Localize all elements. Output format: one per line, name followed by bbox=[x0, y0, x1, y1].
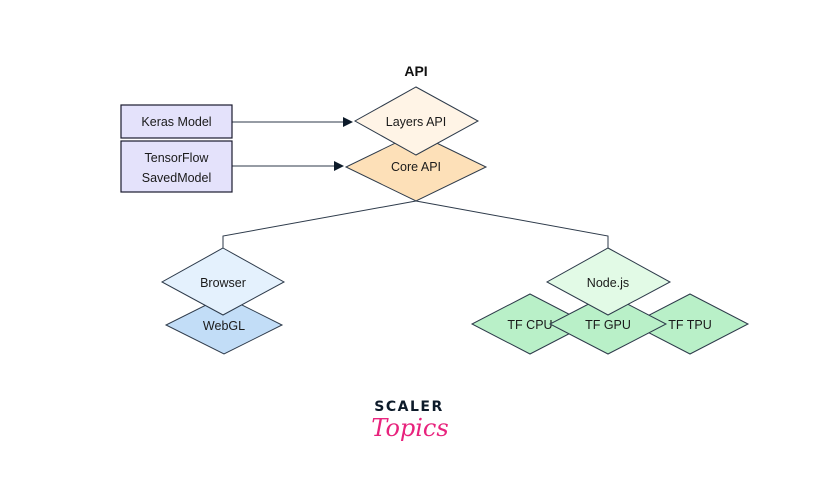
input-tensorflow-savedmodel: TensorFlow SavedModel bbox=[120, 140, 233, 193]
logo-topics-text: Topics bbox=[371, 414, 448, 442]
node-tf-tpu: TF TPU bbox=[630, 293, 750, 355]
input-label-line1: TensorFlow bbox=[145, 151, 210, 165]
node-webgl: WebGL bbox=[164, 295, 284, 355]
logo-scaler-text: SCALER bbox=[374, 399, 443, 415]
node-tf-gpu: TF GPU bbox=[548, 293, 668, 355]
input-label-line2: SavedModel bbox=[142, 171, 212, 185]
node-layers-api: Layers API bbox=[353, 86, 480, 156]
node-label: Core API bbox=[391, 160, 441, 174]
node-label: Node.js bbox=[587, 276, 629, 290]
node-label: WebGL bbox=[203, 319, 245, 333]
scaler-topics-logo: SCALER Topics bbox=[371, 399, 448, 442]
node-browser: Browser bbox=[160, 247, 286, 316]
edge-core-browser bbox=[222, 200, 417, 248]
edge-core-node bbox=[415, 200, 609, 248]
node-label: TF TPU bbox=[668, 318, 712, 332]
input-keras-model: Keras Model bbox=[120, 104, 233, 139]
node-label: TF CPU bbox=[507, 318, 552, 332]
input-label: Keras Model bbox=[141, 115, 211, 129]
node-label: TF GPU bbox=[585, 318, 631, 332]
node-tf-cpu: TF CPU bbox=[470, 293, 590, 355]
node-label: Browser bbox=[200, 276, 246, 290]
node-nodejs: Node.js bbox=[545, 247, 672, 316]
node-core-api: Core API bbox=[344, 132, 488, 202]
node-label: Layers API bbox=[386, 115, 446, 129]
diagram-title: API bbox=[404, 63, 427, 79]
